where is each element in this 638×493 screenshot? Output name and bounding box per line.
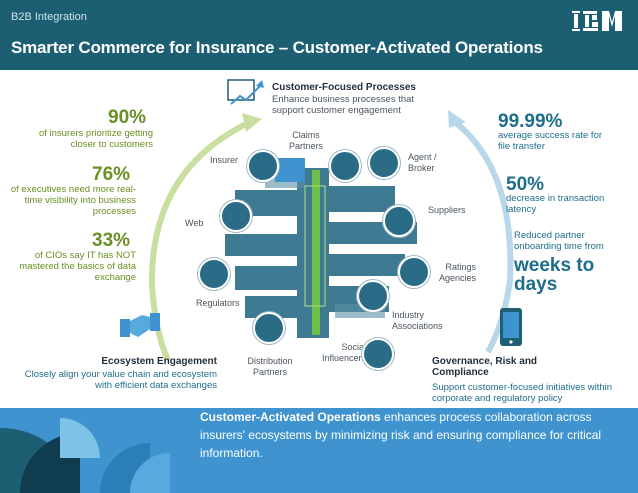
node-distribution-label: Distribution Partners xyxy=(247,356,293,377)
agent-icon xyxy=(368,147,400,179)
stat-9999-value: 99.99% xyxy=(498,111,563,132)
node-suppliers-label: Suppliers xyxy=(428,205,466,215)
footer-graphic xyxy=(0,418,170,493)
footer-banner: Customer-Activated Operations enhances p… xyxy=(0,408,638,493)
onboarding-text: Reduced partner onboarding time from xyxy=(514,230,604,252)
center-title: Customer-Focused Processes xyxy=(272,82,416,93)
stat-50-text: decrease in transaction latency xyxy=(506,193,605,215)
page-title: Smarter Commerce for Insurance – Custome… xyxy=(11,38,543,57)
node-web-label: Web xyxy=(185,218,204,228)
governance-title: Governance, Risk and Compliance xyxy=(432,356,538,378)
stat-76-value: 76% xyxy=(92,164,131,185)
node-claims-label: Claims Partners xyxy=(288,130,323,151)
ecosystem-text: Closely align your value chain and ecosy… xyxy=(24,369,217,391)
node-industry-label: Industry Associations xyxy=(392,310,443,331)
node-insurer-label: Insurer xyxy=(210,155,239,165)
arrows-icon xyxy=(253,312,285,344)
stat-50-value: 50% xyxy=(506,174,545,195)
magnifier-icon xyxy=(198,258,230,290)
footer-lead: Customer-Activated Operations xyxy=(200,410,381,424)
stat-33-value: 33% xyxy=(92,230,131,251)
header-tag: B2B Integration xyxy=(11,11,87,23)
stat-9999-text: average success rate for file transfer xyxy=(498,130,603,152)
factory-icon xyxy=(357,280,389,312)
thumbs-up-icon xyxy=(398,256,430,288)
claims-people-icon xyxy=(329,150,361,182)
footer-body: enhances process collaboration across in… xyxy=(200,410,602,460)
node-social-label: Social Influencers xyxy=(321,342,366,363)
megaphone-icon xyxy=(362,338,394,370)
cycle-arcs xyxy=(148,110,514,362)
chart-icon xyxy=(227,79,264,105)
truck-icon xyxy=(383,205,415,237)
umbrella-icon xyxy=(247,150,279,182)
mobile-icon xyxy=(500,308,522,346)
governance-text: Support customer-focused initiatives wit… xyxy=(432,382,613,404)
stat-90-text: of insurers prioritize getting closer to… xyxy=(38,128,153,150)
node-ratings-label: Ratings Agencies xyxy=(438,262,476,283)
ecosystem-title: Ecosystem Engagement xyxy=(101,356,217,367)
footer-text: Customer-Activated Operations enhances p… xyxy=(200,408,610,462)
node-agent-label: Agent / Broker xyxy=(408,152,437,173)
stat-90-value: 90% xyxy=(108,107,147,128)
center-subtitle: Enhance business processes that support … xyxy=(272,94,415,116)
stat-76-text: of executives need more real-time visibi… xyxy=(10,184,136,217)
header-bar: B2B Integration Smarter Commerce for Ins… xyxy=(0,0,638,70)
stat-33-text: of CIOs say IT has NOT mastered the basi… xyxy=(19,250,136,283)
ibm-logo xyxy=(572,11,622,31)
onboarding-value: weeks to days xyxy=(514,255,595,295)
node-regulators-label: Regulators xyxy=(196,298,240,308)
handshake-icon xyxy=(120,313,160,337)
laptop-icon xyxy=(220,200,252,232)
